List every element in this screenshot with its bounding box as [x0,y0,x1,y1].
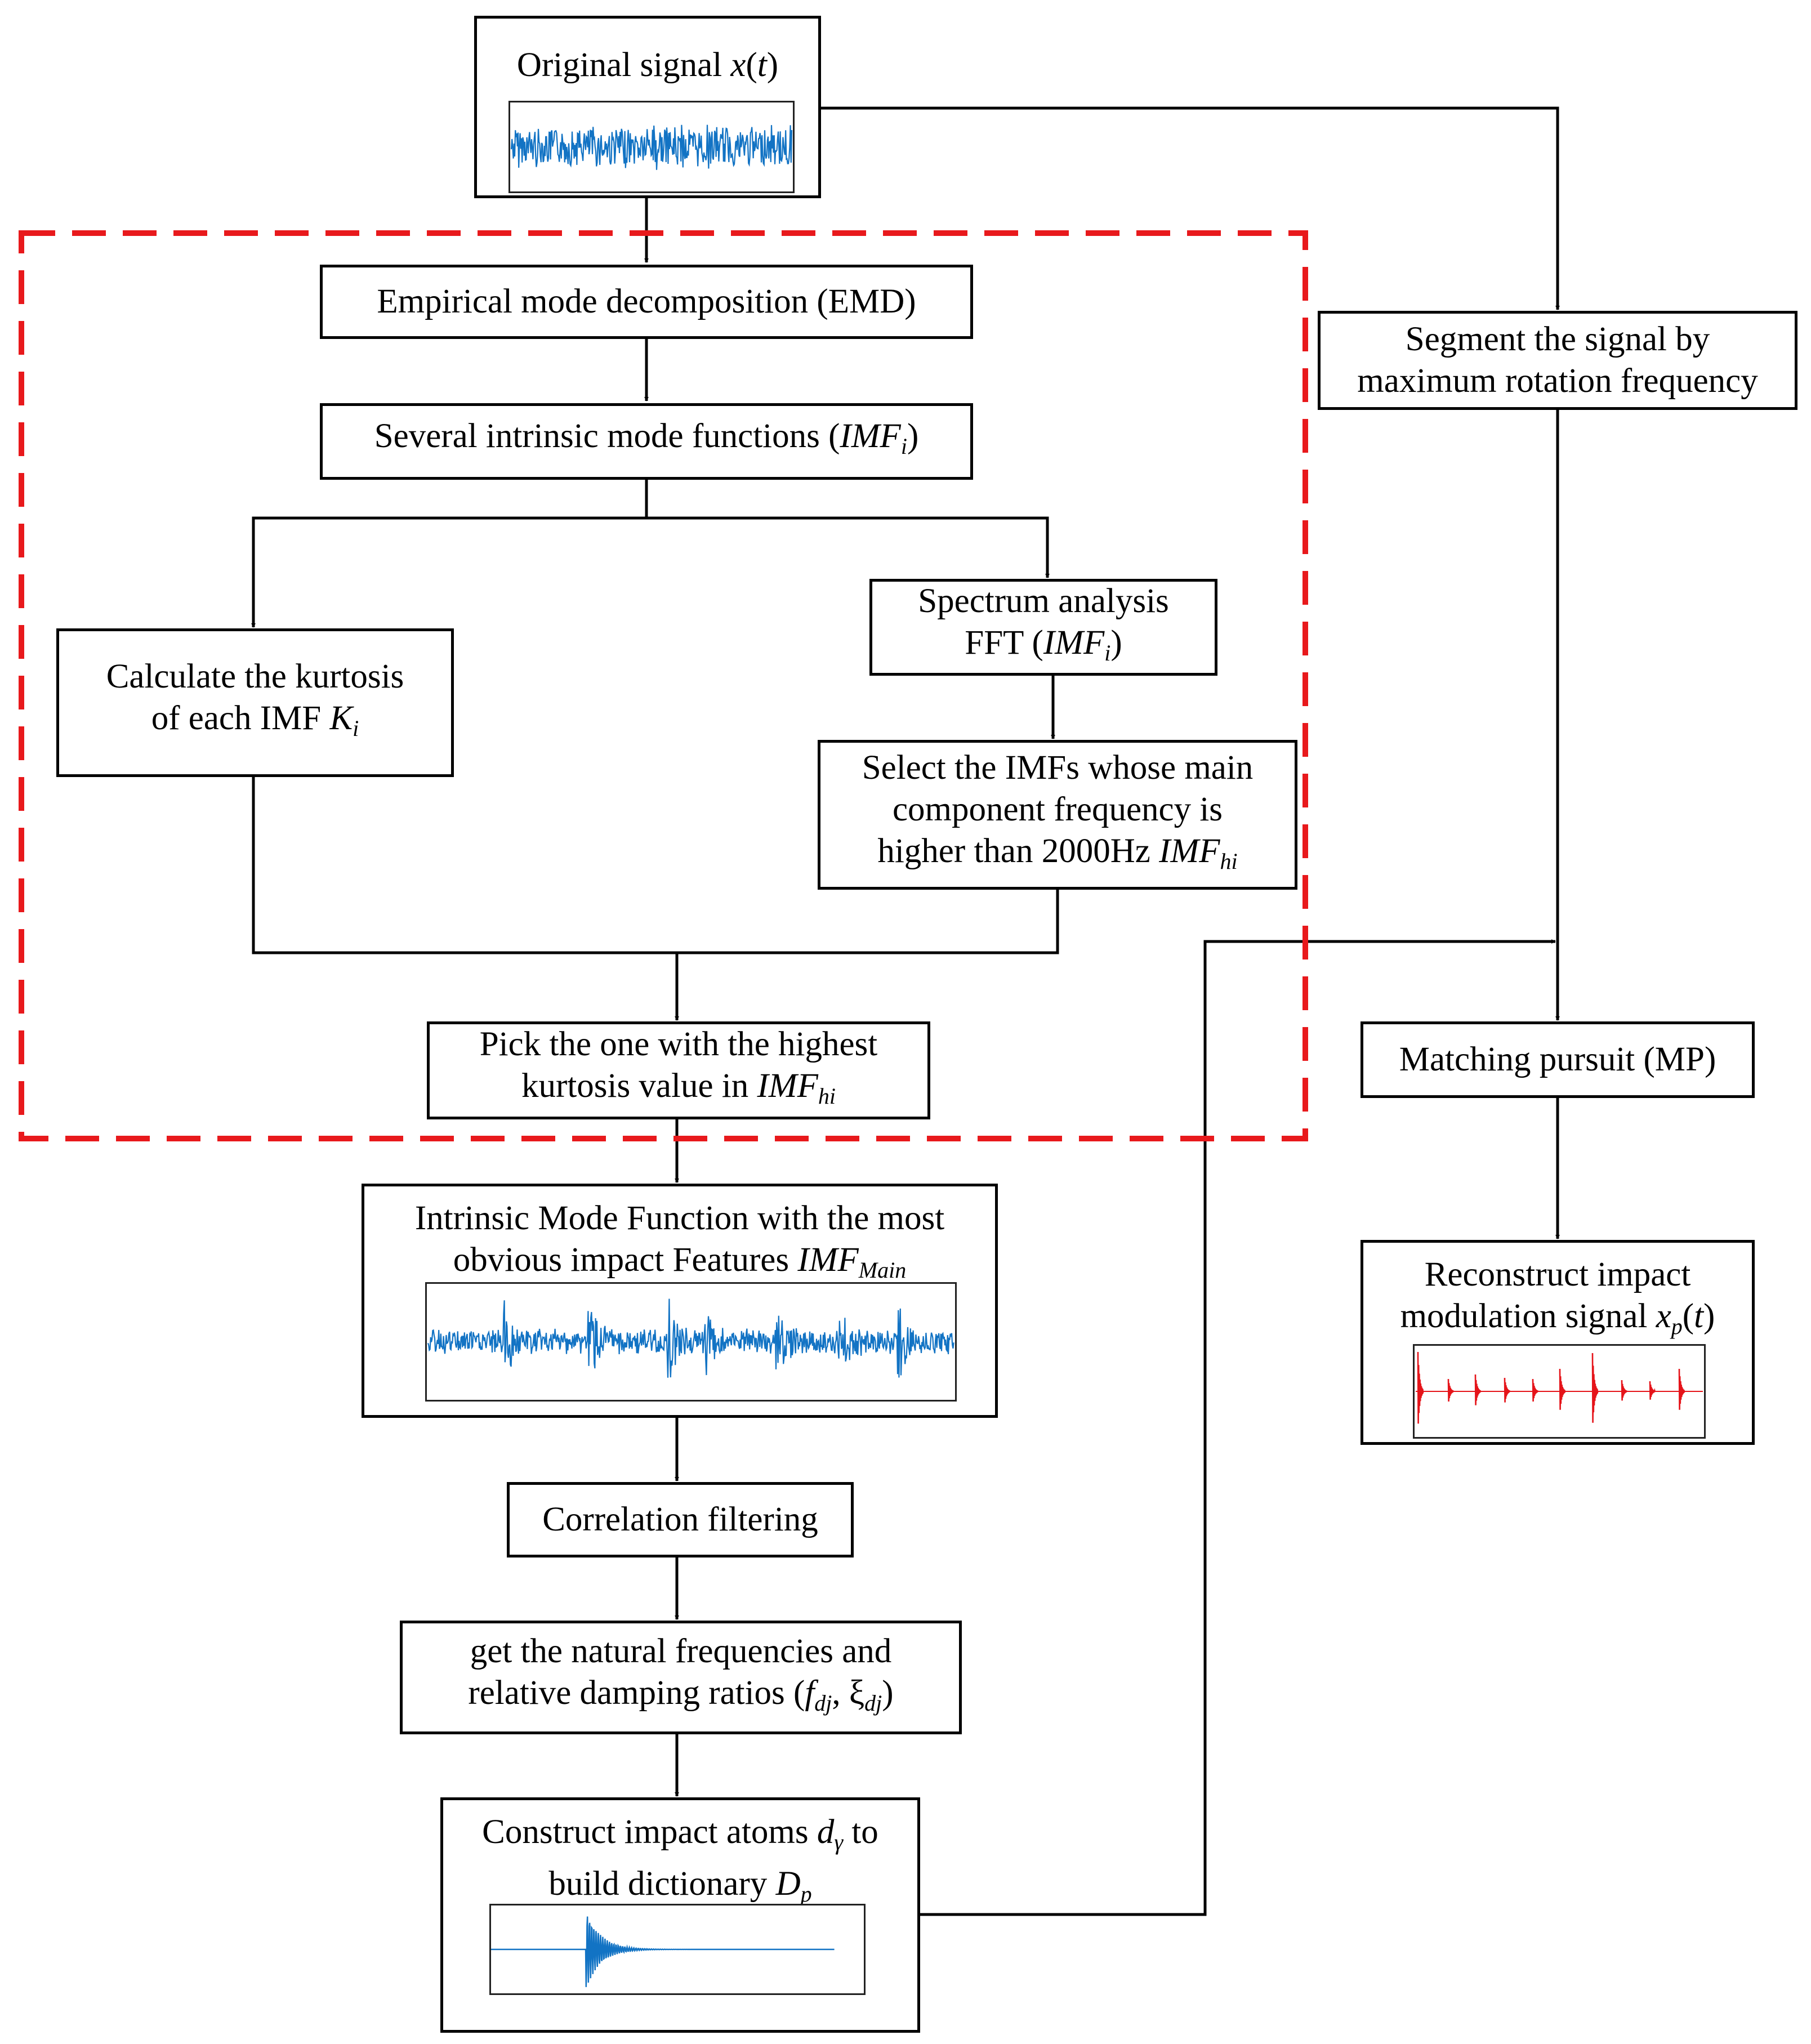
pick-line-2: kurtosis value in IMFhi [521,1067,836,1109]
segment-signal-box: Segment the signal by maximum rotation f… [1318,311,1797,410]
imfs-label: Several intrinsic mode functions (IMFi) [374,417,919,459]
pick-line-1: Pick the one with the highest [479,1025,878,1063]
impact-atoms-box: Construct impact atoms dγ to build dicti… [440,1797,920,2033]
pick-highest-kurtosis-box: Pick the one with the highest kurtosis v… [427,1021,930,1119]
impulse-8 [1649,1381,1656,1400]
natural-line-2: relative damping ratios (fdj, ξdj) [468,1674,894,1716]
spectrum-line-1: Spectrum analysis [918,582,1169,620]
impulse-3 [1504,1377,1511,1403]
atoms-line-2: build dictionary Dp [548,1865,812,1907]
select-line-3: higher than 2000Hz IMFhi [877,832,1238,874]
imf-main-line-1: Intrinsic Mode Function with the most [414,1199,945,1237]
kurtosis-box: Calculate the kurtosis of each IMF Ki [56,628,454,777]
noise-trace [510,124,793,170]
segment-line-1: Segment the signal by [1405,320,1710,358]
impulse-7 [1621,1380,1628,1401]
emd-box: Empirical mode decomposition (EMD) [320,265,973,339]
select-line-1: Select the IMFs whose main [862,749,1254,787]
segment-line-2: maximum rotation frequency [1357,362,1758,400]
natural-frequencies-box: get the natural frequencies and relative… [400,1621,962,1734]
impulse-4 [1532,1378,1539,1402]
recon-line-2: modulation signal xp(t) [1400,1297,1715,1339]
impulse-0 [1417,1351,1424,1424]
emd-label: Empirical mode decomposition (EMD) [377,283,916,320]
impulse-1 [1447,1378,1455,1402]
impact-atom-waveform [489,1904,866,1995]
impulse-9 [1678,1368,1685,1410]
spectrum-analysis-box: Spectrum analysis FFT (IMFi) [869,579,1217,676]
arrow-original-to-segment [820,106,1560,310]
arrows [251,106,1560,1916]
natural-line-1: get the natural frequencies and [470,1632,892,1670]
emd-stage-dashed-frame [19,230,1308,1141]
original-signal-box: Original signal x(t) [474,16,821,198]
impulse-2 [1474,1374,1482,1405]
imf-main-line-2: obvious impact Features IMFMain [453,1241,907,1283]
impulse-6 [1591,1353,1599,1423]
imf-main-box: Intrinsic Mode Function with the most ob… [362,1184,998,1418]
atoms-line-1: Construct impact atoms dγ to [482,1813,878,1855]
atom-trace [491,1916,835,1987]
correlation-label: Correlation filtering [542,1501,818,1538]
arrow-atoms-to-mp [918,939,1556,1916]
select-imfs-box: Select the IMFs whose main component fre… [818,740,1297,890]
correlation-filtering-box: Correlation filtering [507,1482,854,1557]
line-select-join [677,889,1059,954]
mp-label: Matching pursuit (MP) [1399,1041,1716,1078]
arrow-imfs-to-spectrum [646,516,1050,578]
spectrum-line-2: FFT (IMFi) [965,624,1122,666]
imf-main-waveform [425,1282,957,1402]
original-signal-waveform [508,101,795,193]
kurtosis-line-1: Calculate the kurtosis [106,658,404,695]
line-kurtosis-join [252,776,677,954]
recon-line-1: Reconstruct impact [1424,1256,1691,1293]
select-line-2: component frequency is [892,791,1223,828]
imf-trace [427,1298,954,1378]
reconstructed-signal-waveform [1413,1344,1706,1439]
arrow-imfs-split [251,479,648,628]
impulse-5 [1559,1368,1566,1410]
kurtosis-line-2: of each IMF Ki [151,699,359,741]
reconstruct-signal-box: Reconstruct impact modulation signal xp(… [1361,1240,1755,1445]
matching-pursuit-box: Matching pursuit (MP) [1361,1021,1755,1098]
original-signal-label: Original signal x(t) [516,46,779,84]
imfs-box: Several intrinsic mode functions (IMFi) [320,403,973,480]
